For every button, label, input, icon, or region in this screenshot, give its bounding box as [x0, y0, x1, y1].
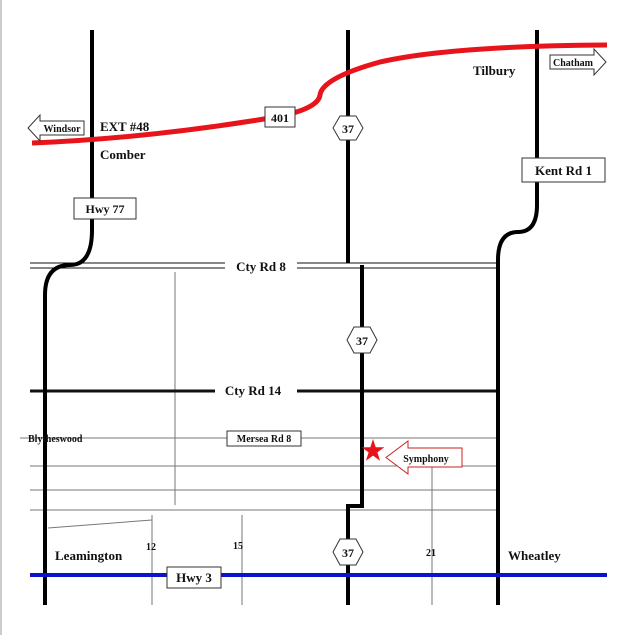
svg-text:401: 401 — [271, 111, 289, 125]
hwy-37-shield-bottom: 37 — [332, 538, 364, 566]
kent-rd-1-label: Kent Rd 1 — [521, 157, 606, 183]
hwy-37-shield-top: 37 — [332, 115, 364, 141]
svg-text:Hwy 3: Hwy 3 — [176, 570, 212, 585]
svg-text:Kent Rd 1: Kent Rd 1 — [535, 163, 592, 178]
place-blytheswood: Blytheswood — [28, 434, 83, 445]
cty-rd-8-label: Cty Rd 8 — [225, 258, 297, 274]
svg-text:37: 37 — [356, 334, 368, 348]
hwy-77-label: Hwy 77 — [73, 197, 137, 220]
symphony-label: Symphony — [403, 454, 449, 465]
hwy-401-shield: 401 — [264, 106, 296, 128]
chatham-label: Chatham — [553, 58, 594, 69]
chatham-arrow: Chatham — [549, 47, 607, 77]
cty-rd-14-label: Cty Rd 14 — [215, 383, 297, 399]
svg-text:Mersea Rd 8: Mersea Rd 8 — [237, 434, 291, 445]
symphony-location-star — [361, 439, 385, 461]
svg-text:37: 37 — [342, 546, 354, 560]
concession-12-label: 12 — [146, 542, 156, 553]
svg-text:Cty Rd 14: Cty Rd 14 — [225, 383, 282, 398]
place-tilbury: Tilbury — [473, 63, 516, 78]
symphony-arrow: Symphony — [385, 440, 463, 475]
windsor-arrow: Windsor — [27, 113, 85, 143]
place-wheatley: Wheatley — [508, 548, 561, 563]
mersea-rd-8-label: Mersea Rd 8 — [226, 430, 302, 447]
place-leamington: Leamington — [55, 548, 123, 563]
exit-48-label: EXT #48 — [100, 119, 150, 134]
hwy-3-label: Hwy 3 — [166, 566, 222, 589]
svg-text:Hwy 77: Hwy 77 — [86, 202, 125, 216]
svg-text:37: 37 — [342, 122, 354, 136]
hwy-401-road — [31, 42, 608, 146]
concession-15-label: 15 — [233, 541, 243, 552]
svg-text:Cty Rd 8: Cty Rd 8 — [236, 259, 286, 274]
windsor-label: Windsor — [43, 124, 81, 135]
concession-21-label: 21 — [426, 548, 436, 559]
place-comber: Comber — [100, 147, 146, 162]
hwy-37-shield-mid: 37 — [346, 326, 378, 354]
